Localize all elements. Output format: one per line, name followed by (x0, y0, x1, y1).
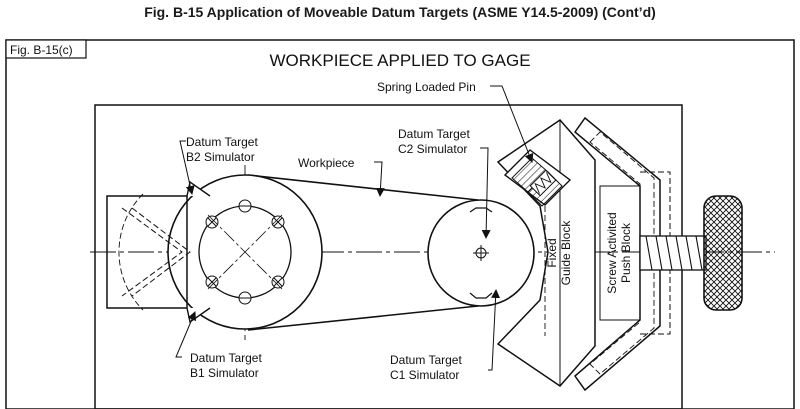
label-spring-loaded-pin: Spring Loaded Pin (377, 80, 476, 94)
figure-tag-box (5, 39, 87, 59)
label-datum-target-c2-line2: C2 Simulator (398, 142, 467, 156)
leader-lines (175, 85, 534, 371)
label-datum-target-c1-line1: Datum Target (390, 353, 462, 367)
spring-loaded-pin (503, 149, 572, 207)
workpiece (167, 174, 535, 331)
label-fixed-line1: Fixed (545, 238, 559, 267)
figure-frame (5, 39, 795, 409)
label-screw-line1: Screw Activited (605, 212, 619, 293)
label-datum-target-b2-line1: Datum Target (186, 135, 258, 149)
label-datum-target-b1-line1: Datum Target (190, 351, 262, 365)
center-mark-c (473, 245, 489, 261)
label-fixed-line2: Guide Block (559, 220, 573, 286)
label-datum-target-b1-line2: B1 Simulator (190, 366, 259, 380)
label-datum-target-c1-line2: C1 Simulator (390, 368, 459, 382)
label-screw-line2: Push Block (619, 222, 633, 283)
figure-tag: Fig. B-15(c) (10, 43, 73, 57)
figure-heading: WORKPIECE APPLIED TO GAGE (269, 51, 530, 70)
page-title: Fig. B-15 Application of Moveable Datum … (144, 4, 656, 20)
knurled-knob (703, 195, 743, 311)
label-datum-target-b2-line2: B2 Simulator (186, 150, 255, 164)
bolt-holes (205, 199, 285, 305)
label-workpiece: Workpiece (298, 156, 355, 170)
adjusting-screw (639, 235, 707, 271)
label-datum-target-c2-line1: Datum Target (398, 127, 470, 141)
